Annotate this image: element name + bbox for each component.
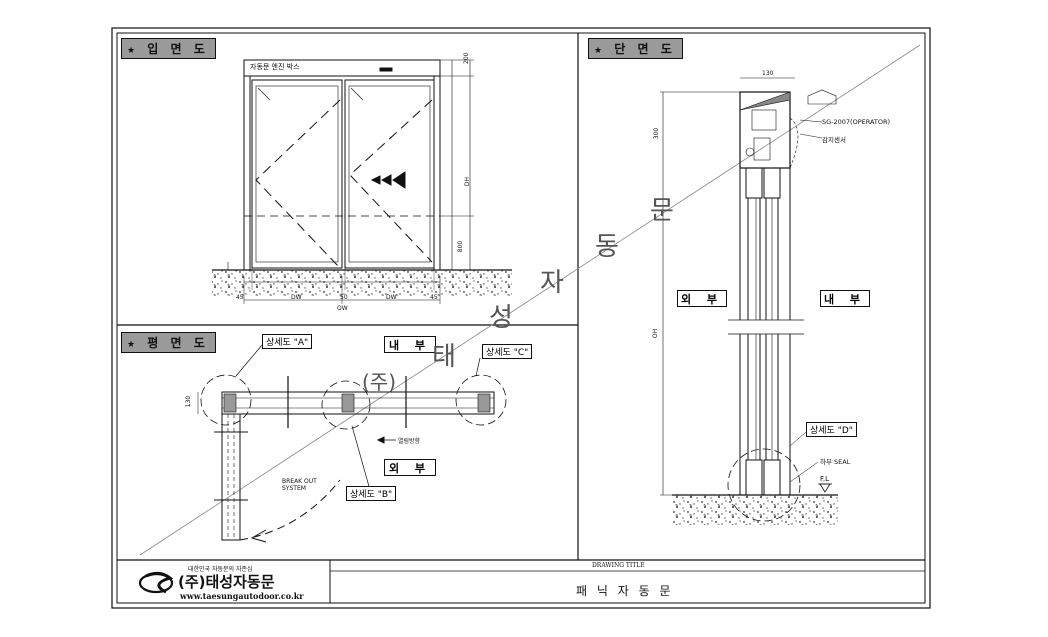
open-direction-label: 열림방향 [398,438,421,445]
dim-dw-left: DW [291,294,302,301]
elevation-label: ★ 입 면 도 [121,38,216,59]
section-view [660,77,838,525]
watermark-char: 성 [489,303,513,333]
detail-b-callout: 상세도 "B" [346,486,397,501]
dim-s3: 45 [430,294,438,301]
dim-dh: DH [464,176,472,187]
dim-s1: 45 [236,294,244,301]
watermark-char: 태 [432,342,456,372]
drawing-title-label: DRAWING TITLE [592,562,645,569]
section-label: ★ 단 면 도 [588,38,683,59]
dim-bottom: 800 [457,240,465,253]
dim-top: 200 [463,52,470,64]
sensor-label: 감지센서 [822,136,846,144]
plan-label: ★ 평 면 도 [121,332,216,353]
outside-box-section: 외 부 [677,290,727,307]
outside-box-plan: 외 부 [384,459,436,476]
seal-label: 하부 SEAL [820,458,851,466]
star-icon: ★ [127,46,140,56]
watermark-char: 동 [595,232,619,262]
detail-a-callout: 상세도 "A" [262,334,313,349]
breakout-label: BREAK OUT SYSTEM [282,478,317,492]
plan-view [197,344,507,543]
company-name: (주)태성자동문 [178,573,275,591]
fl-label: F.L [820,475,830,483]
elevation-label-text: 입 면 도 [147,42,209,56]
watermark-char: (주) [362,370,397,394]
plan-dim-130: 130 [185,395,193,408]
watermark-char: 자 [540,268,564,298]
drawing-title: 패 닉 자 동 문 [576,584,674,598]
detail-d-callout: 상세도 "D" [806,422,857,437]
outer-frame [111,27,931,609]
company-tagline: 대한민국 자동문의 자존심 [188,566,253,573]
section-dim-130: 130 [762,70,774,77]
detail-c-callout: 상세도 "C" [482,344,533,359]
star-icon: ★ [594,46,607,56]
engine-box-label: 자동문 엔진 박스 [250,63,300,71]
inside-box-plan: 내 부 [384,336,436,353]
section-label-text: 단 면 도 [614,42,676,56]
elevation-view [212,59,512,304]
dim-dw-right: DW [386,294,397,301]
watermark-char: 문 [650,196,674,226]
dim-s2: 50 [340,294,348,301]
section-dim-oh: OH [652,328,660,339]
company-logo [138,571,174,594]
company-url: www.taesungautodoor.co.kr [180,591,304,601]
inside-box-section: 내 부 [820,290,870,307]
star-icon: ★ [127,340,140,350]
operator-label: SG-2007(OPERATOR) [822,118,891,126]
plan-label-text: 평 면 도 [147,336,209,350]
dim-ow: OW [337,305,348,312]
section-dim-300: 300 [653,127,661,140]
